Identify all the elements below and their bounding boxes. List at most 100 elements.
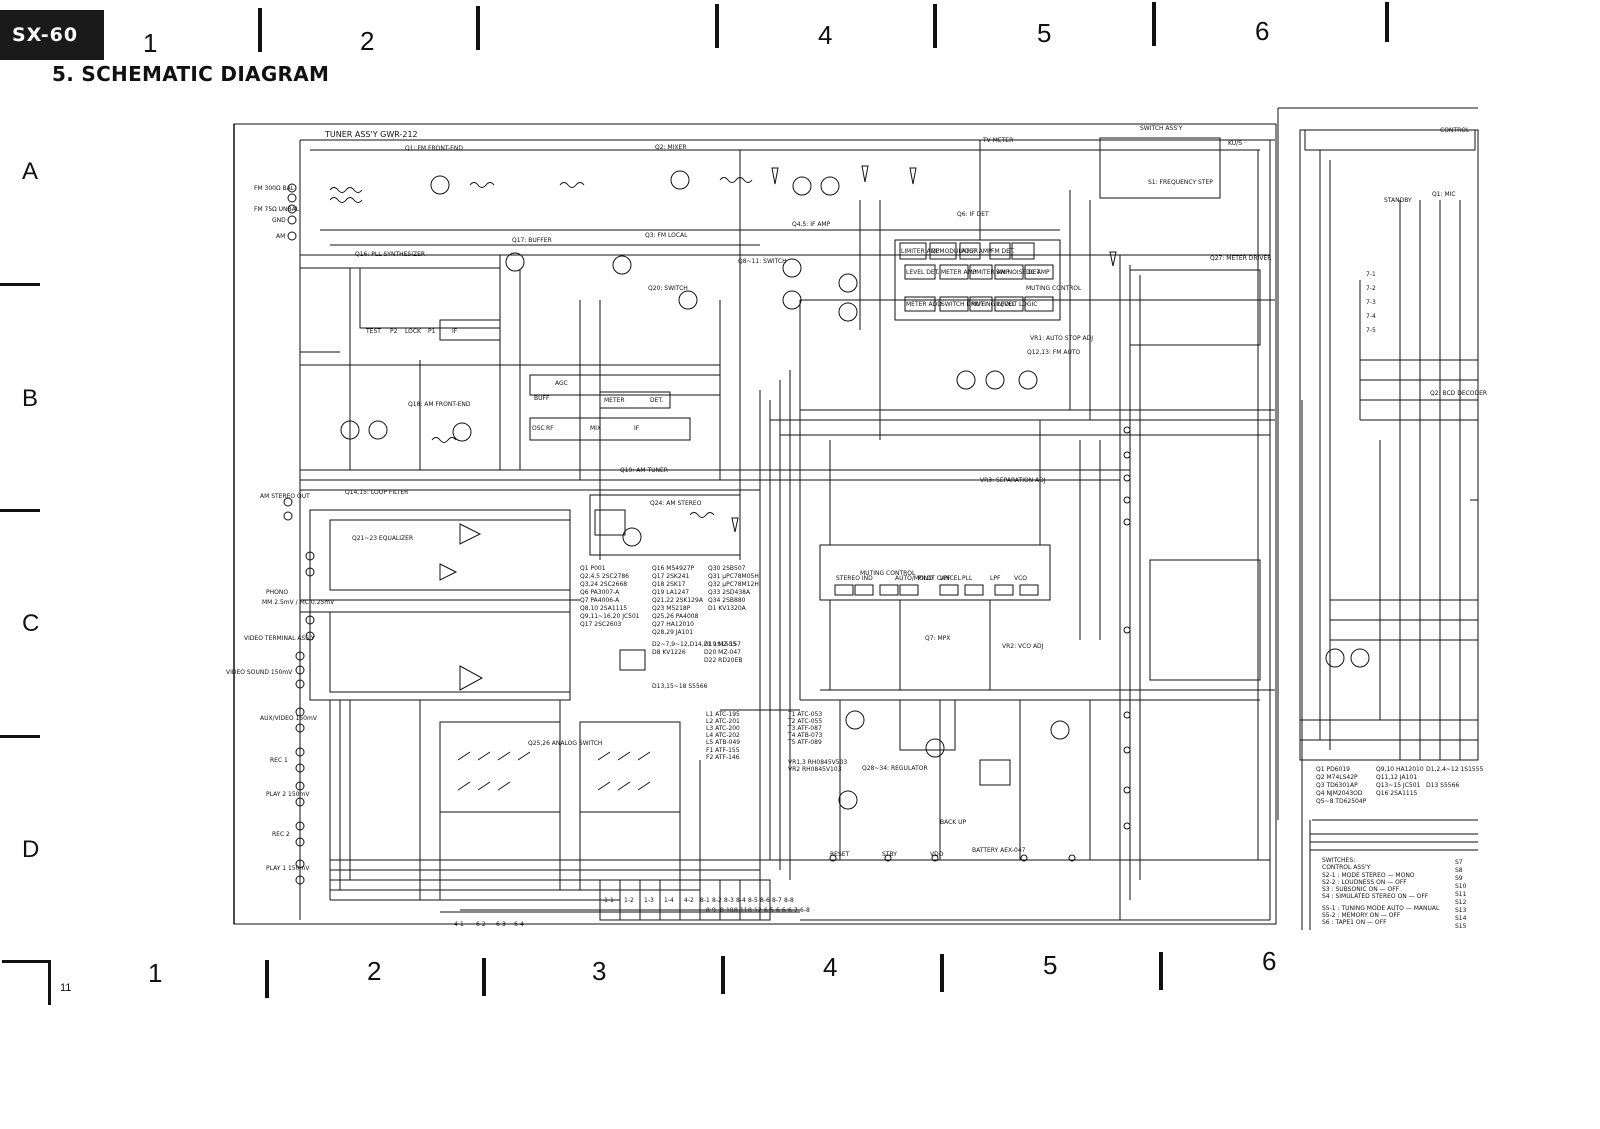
parts-list-item: D22 RD20EB [704, 657, 743, 664]
connector-pin: 8-4 [736, 897, 746, 904]
stage-am-front-end: Q18: AM FRONT-END [408, 401, 471, 408]
connector-pin: 7-4 [1366, 313, 1376, 320]
model-name: SX-60 [12, 24, 79, 46]
parts-list-item: Q27 HA12010 [652, 621, 694, 628]
coil-list-item: T3 ATF-087 [787, 725, 822, 732]
connector-pin: 8-1 [700, 897, 710, 904]
parts-list-item: Q1 P001 [580, 565, 606, 572]
parts-list-item: Q31 μPC78M05H [708, 573, 759, 580]
am-block: IF [634, 425, 640, 432]
switch-assy-label: SWITCH ASS'Y [1140, 125, 1183, 132]
stage-equalizer: Q21~23 EQUALIZER [352, 535, 413, 542]
grid-tick [1159, 952, 1163, 990]
grid-col-bottom-2: 2 [367, 956, 382, 986]
control-semi: Q2 M74LS42P [1316, 774, 1358, 781]
connector-pin: 8-7 [772, 897, 782, 904]
am-block: DET. [650, 397, 663, 404]
misc-label: TV METER [982, 137, 1013, 144]
switch-item: S7 [1455, 859, 1463, 866]
stage-fm-auto: Q12,13: FM AUTO [1027, 349, 1081, 356]
connector-pin: 1-1 [604, 897, 614, 904]
am-block: RF [546, 425, 554, 432]
connector-pin: 1-2 [624, 897, 634, 904]
misc-label: S1: FREQUENCY STEP [1148, 179, 1213, 186]
control-semi: Q4 NJM2043OD [1316, 790, 1363, 797]
stage-if-amp: Q4,5: IF AMP [792, 221, 831, 228]
coil-list-item: T4 ATB-073 [787, 732, 823, 739]
connector-pin: 8-11 [734, 907, 748, 914]
switch-item: S10 [1455, 883, 1467, 890]
jack-label: AM STEREO OUT [260, 493, 310, 500]
parts-list-item: D1 KV1320A [708, 605, 747, 612]
stage-am-tuner: Q19: AM TUNER [620, 467, 668, 474]
coil-list-item: L2 ATC-201 [706, 718, 740, 725]
grid-tick [0, 283, 40, 286]
parts-list-item: Q21,22 2SK129A [652, 597, 704, 604]
misc-label: VR3: SEPARATION ADJ [980, 477, 1046, 484]
stage-fm-local: Q3: FM LOCAL [645, 232, 688, 239]
connector-pin: 7-5 [1366, 327, 1376, 334]
coil-list-item: F1 ATF-155 [706, 747, 740, 754]
if-block: LEVEL DET. [906, 269, 940, 276]
misc-label: VR1: AUTO STOP ADJ [1030, 335, 1093, 342]
control-semi: Q16 2SA1115 [1376, 790, 1418, 797]
grid-col-bottom-6: 6 [1262, 946, 1277, 976]
mpx-block: STEREO IND [836, 575, 873, 582]
misc-label: VR2: VCO ADJ [1002, 643, 1044, 650]
mpx-block: LPF [990, 575, 1001, 582]
switch-item: S2-2 : LOUDNESS ON — OFF [1322, 879, 1407, 886]
stage-bcd-decoder: Q2: BCD DECODER [1430, 390, 1487, 397]
switch-item: S11 [1455, 891, 1467, 898]
misc-label: STBY [882, 851, 897, 858]
grid-tick [476, 6, 480, 50]
parts-list-item: Q3,24 2SC2668 [580, 581, 627, 588]
stage-loop-filter: Q14,15: LOOP FILTER [345, 489, 408, 496]
coil-list-item: L1 ATC-195 [706, 711, 740, 718]
stage-mpx: Q7: MPX [925, 635, 950, 642]
grid-tick [258, 8, 262, 52]
connector-pin: 8-8 [784, 897, 794, 904]
coil-list-item: VR2 RH0845V103 [788, 766, 842, 773]
coil-list-item: VR1,3 RH0845V503 [788, 759, 847, 766]
parts-list-item: Q18 2SK17 [652, 581, 686, 588]
connector-pin: 8-12 [748, 907, 762, 914]
connector-pin: 6-8 [800, 907, 810, 914]
grid-row-c: C [22, 610, 40, 637]
stage-analog-switch: Q25,26 ANALOG SWITCH [528, 740, 602, 747]
jack-label: REC 1 [270, 757, 288, 764]
parts-list-item: Q9,11~16,20 JC501 [580, 613, 640, 620]
grid-tick [1385, 2, 1389, 42]
coil-list-item: T5 ATF-089 [787, 739, 822, 746]
mpx-block: VCO [1014, 575, 1027, 582]
switch-item: S9 [1455, 875, 1463, 882]
parts-list-item: Q19 LA1247 [652, 589, 689, 596]
stage-buffer: Q17: BUFFER [512, 237, 552, 244]
coil-list-item: T2 ATC-055 [787, 718, 822, 725]
parts-list-item: Q16 M54927P [652, 565, 695, 572]
control-semi: D13 S5566 [1426, 782, 1459, 789]
switch-item: S8 [1455, 867, 1463, 874]
misc-label: VDD [930, 851, 944, 858]
switch-item: S14 [1455, 915, 1467, 922]
connector-pin: 1-3 [644, 897, 654, 904]
parts-list-item: Q6 PA3007-A [580, 589, 620, 596]
coil-list-item: L3 ATC-200 [706, 725, 740, 732]
connector-pin: 7-3 [1366, 299, 1376, 306]
pll-pin: TEST [365, 328, 381, 335]
connector-pin: 7-2 [1366, 285, 1376, 292]
parts-list-item: Q25,26 PA4008 [652, 613, 699, 620]
mpx-block: PILOT CANCEL [918, 575, 962, 582]
grid-tick [1152, 2, 1156, 46]
mpx-block: LPF [940, 575, 951, 582]
mpx-block: AUTO/MONO [895, 575, 933, 582]
parts-list-item: Q34 2SB880 [708, 597, 746, 604]
switch-item: S4 : SIMULATED STEREO ON — OFF [1322, 893, 1429, 900]
connector-pin: 1-4 [664, 897, 674, 904]
misc-label: BATTERY AEX-047 [972, 847, 1026, 854]
parts-list-item: Q30 2SB507 [708, 565, 746, 572]
switches-header: SWITCHES: [1322, 857, 1355, 864]
jack-label: VIDEO SOUND 150mV [226, 669, 293, 676]
jack-label: PLAY 2 150mV [266, 791, 310, 798]
connector-pin: 6-4 [514, 921, 524, 928]
connector-pin: 6-6 [776, 907, 786, 914]
